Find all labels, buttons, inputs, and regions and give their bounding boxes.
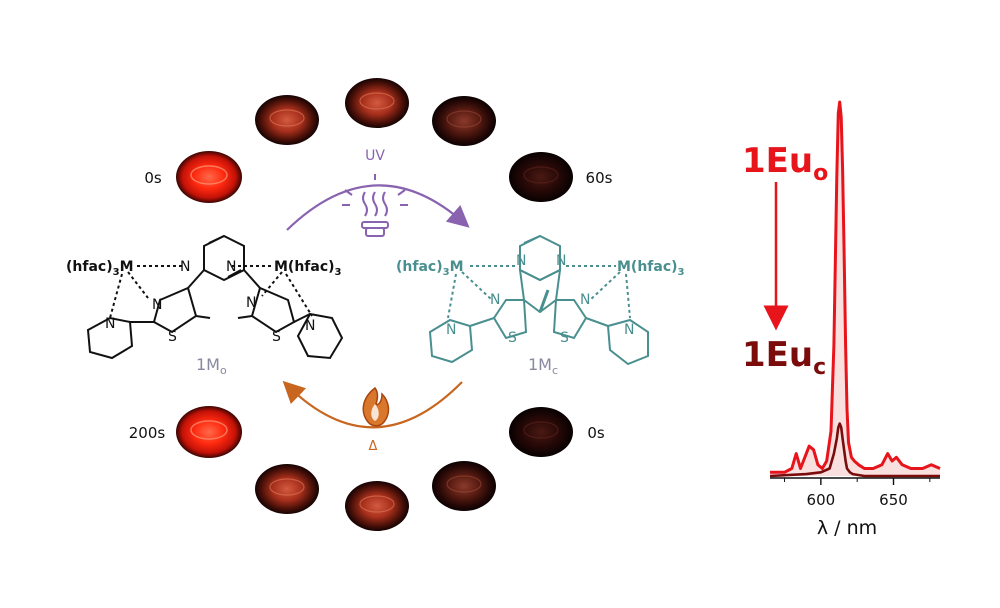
open-metal-right: M(hfac)3 — [274, 259, 342, 278]
spectrum-plot — [769, 100, 941, 478]
x-tick-label: 600 — [807, 491, 836, 509]
closed-form-label: 1Mc — [528, 355, 558, 377]
vial-top-3 — [432, 96, 496, 146]
time-label-60s: 60s — [586, 169, 613, 187]
vial-bottom-1 — [432, 461, 496, 511]
open-form-dashed-bonds — [109, 265, 313, 319]
atom-n: N — [580, 292, 590, 308]
x-axis-label: λ / nm — [817, 517, 877, 539]
open-form-molecule — [86, 234, 344, 360]
atom-n: N — [516, 253, 526, 269]
label-1euo: 1Euo — [742, 141, 828, 186]
uv-arrow — [286, 184, 470, 231]
vial-60s — [509, 152, 573, 202]
vial-bottom-3 — [255, 464, 319, 514]
heat-label: Δ — [369, 439, 378, 454]
atom-n: N — [226, 259, 236, 275]
closed-form-molecule — [428, 234, 649, 366]
vial-top-1 — [255, 95, 319, 145]
open-form-atoms: (hfac)3M M(hfac)3 N N N S N S N N — [66, 259, 342, 345]
atom-n: N — [446, 322, 456, 338]
vial-200s — [176, 406, 242, 458]
atom-n: N — [305, 318, 315, 334]
heat-arrow — [282, 380, 463, 429]
closed-metal-left: (hfac)3M — [396, 259, 464, 278]
x-ticks: 600 650 — [784, 478, 931, 509]
atom-n: N — [246, 295, 256, 311]
vial-0s-bottom — [509, 407, 573, 457]
uv-label: UV — [365, 148, 385, 164]
atom-s: S — [272, 329, 281, 345]
closed-metal-right: M(hfac)3 — [617, 259, 685, 278]
flame-icon — [362, 386, 390, 427]
open-metal-left: (hfac)3M — [66, 259, 134, 278]
atom-n: N — [152, 297, 162, 313]
time-label-200s: 200s — [129, 424, 166, 442]
vial-top-2 — [345, 78, 409, 128]
atom-n: N — [556, 253, 566, 269]
closed-form-dashed-bonds — [447, 265, 631, 319]
x-tick-label: 650 — [879, 491, 908, 509]
atom-s: S — [508, 330, 517, 346]
open-form-label: 1Mo — [196, 355, 227, 377]
atom-s: S — [168, 329, 177, 345]
vial-bottom-2 — [345, 481, 409, 531]
uv-lamp-icon — [342, 174, 408, 237]
atom-n: N — [180, 259, 190, 275]
atom-n: N — [105, 316, 115, 332]
label-1euc: 1Euc — [742, 335, 826, 380]
series-line-1Euc — [769, 422, 940, 478]
atom-n: N — [624, 322, 634, 338]
spectrum-panel: 1Euo 1Euc 600 650 λ / nm — [742, 100, 941, 539]
time-label-0s-bottom: 0s — [587, 424, 605, 442]
closed-form-atoms: (hfac)3M M(hfac)3 N N N N S S N N — [396, 253, 685, 346]
atom-s: S — [560, 330, 569, 346]
time-label-0s-top: 0s — [144, 169, 162, 187]
series-line-1Euo — [770, 100, 941, 474]
atom-n: N — [490, 292, 500, 308]
vial-0s-top — [176, 151, 242, 203]
